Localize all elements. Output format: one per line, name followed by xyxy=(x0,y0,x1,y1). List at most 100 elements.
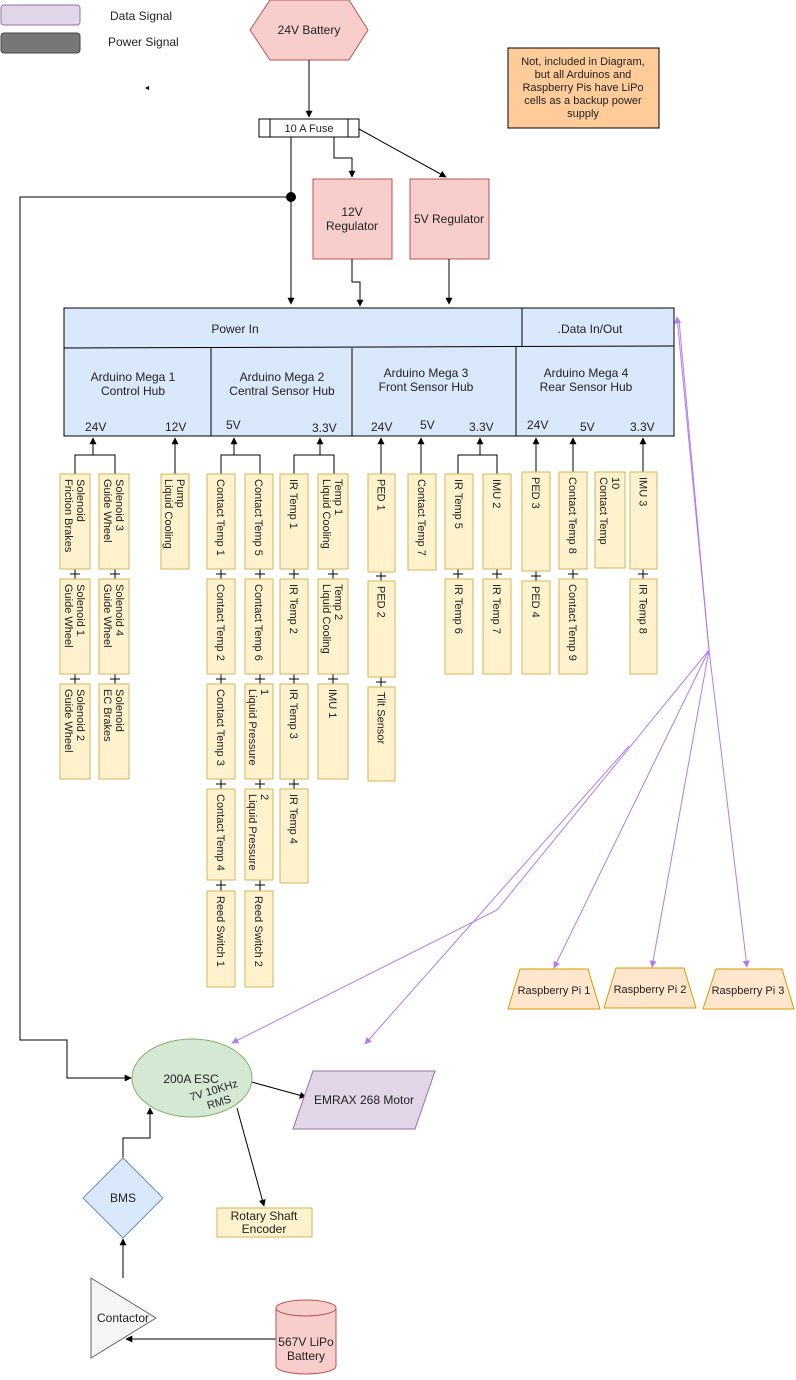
component-label-line: 10 xyxy=(609,477,621,489)
raspberry-pi-2: Raspberry Pi 2 xyxy=(603,967,697,1009)
comp-ped-3: PED 3 xyxy=(521,471,551,572)
data-inout-label: .Data In/Out xyxy=(558,322,623,336)
comp-liquid-cooling-temp-1: Liquid CoolingTemp 1 xyxy=(317,473,349,570)
component-box xyxy=(367,686,396,782)
comp-ir-temp-7: IR Temp 7 xyxy=(482,578,512,675)
component-box xyxy=(59,683,91,780)
component-label-line: Reed Switch 2 xyxy=(252,896,264,967)
rail-m2-33v: 3.3V xyxy=(312,421,337,435)
component-label-line: 1 xyxy=(258,689,270,695)
bms-diamond xyxy=(82,1157,164,1239)
note-line: but all Arduinos and xyxy=(535,69,632,81)
component-label: IR Temp 4 xyxy=(287,794,299,844)
comp-guide-wheel-solenoid-1: Guide WheelSolenoid 1 xyxy=(59,578,91,675)
comp-ped-1: PED 1 xyxy=(367,473,396,573)
component-label-line: IR Temp 3 xyxy=(287,689,299,739)
component-box xyxy=(407,473,437,571)
component-label-line: Liquid Cooling xyxy=(320,584,332,654)
raspberry-pi-1: Raspberry Pi 1 xyxy=(507,968,601,1010)
component-box xyxy=(160,473,190,570)
component-box xyxy=(444,473,474,570)
mega-4-title: Arduino Mega 4 xyxy=(544,366,629,380)
component-box xyxy=(317,473,349,570)
component-box xyxy=(279,578,309,675)
comp-contact-temp-4: Contact Temp 4 xyxy=(206,788,236,881)
encoder-box xyxy=(216,1207,313,1238)
arduino-mega-4: Arduino Mega 4 Rear Sensor Hub xyxy=(540,366,633,394)
component-box xyxy=(558,578,588,675)
component-label-line: Solenoid 1 xyxy=(74,584,86,636)
component-label-line: IMU 3 xyxy=(637,477,649,506)
note-line: Raspberry Pis have LiPo xyxy=(522,82,643,94)
mega-1-title: Arduino Mega 1 xyxy=(91,370,176,384)
regulator-12v xyxy=(312,178,393,260)
component-box xyxy=(98,683,130,780)
component-label-line: Contact Temp 9 xyxy=(566,584,578,661)
component-label-line: IR Temp 6 xyxy=(452,584,464,634)
reg12-line: Regulator xyxy=(326,219,378,233)
mega-4-subtitle: Rear Sensor Hub xyxy=(540,380,633,394)
component-label-line: Liquid Cooling xyxy=(320,479,332,549)
component-box xyxy=(279,788,309,884)
component-label-line: Guide Wheel xyxy=(101,479,113,543)
component-label-line: Tilt Sensor xyxy=(375,692,387,745)
component-label-line: Contact Temp 2 xyxy=(214,584,226,661)
raspberry-pi-2-label: Raspberry Pi 2 xyxy=(614,984,687,996)
component-label: Contact Temp 1 xyxy=(214,479,226,556)
raspberry-pi-3-label: Raspberry Pi 3 xyxy=(712,985,785,997)
comp-contact-temp-5: Contact Temp 5 xyxy=(244,473,274,570)
component-label: PED 4 xyxy=(529,586,541,618)
mega-3-subtitle: Front Sensor Hub xyxy=(379,380,474,394)
component-box xyxy=(367,473,396,573)
lipo-line: Battery xyxy=(287,1349,325,1363)
comp-liquid-pressure-1: Liquid Pressure1 xyxy=(244,683,274,780)
component-label-line: IR Temp 7 xyxy=(490,584,502,634)
comp-contact-temp-1: Contact Temp 1 xyxy=(206,473,236,570)
rail-m4-33v: 3.3V xyxy=(630,420,655,434)
component-label: Liquid CoolingTemp 1 xyxy=(320,479,344,549)
stray-arrow-mark xyxy=(145,86,149,90)
component-label: Contact Temp10 xyxy=(597,477,621,545)
component-box xyxy=(59,578,91,675)
component-label-line: Contact Temp 5 xyxy=(252,479,264,556)
power-in-label: Power In xyxy=(211,322,258,336)
comp-friction-brakes-solenoid: Friction BrakesSolenoid xyxy=(59,473,91,570)
power-junction xyxy=(286,192,296,202)
component-box xyxy=(206,683,236,780)
component-label: Contact Temp 6 xyxy=(252,584,264,661)
comp-liquid-cooling-pump: Liquid CoolingPump xyxy=(160,473,190,570)
component-label-line: Guide Wheel xyxy=(101,584,113,648)
comp-ped-4: PED 4 xyxy=(521,580,551,675)
comp-ir-temp-8: IR Temp 8 xyxy=(629,578,658,675)
component-label-line: Liquid Pressure xyxy=(246,689,258,765)
comp-guide-wheel-solenoid-2: Guide WheelSolenoid 2 xyxy=(59,683,91,780)
component-label-line: EC Brakes xyxy=(101,689,113,742)
comp-reed-switch-1: Reed Switch 1 xyxy=(206,890,236,988)
component-label-line: PED 1 xyxy=(375,479,387,511)
contactor-label: Contactor xyxy=(97,1311,149,1325)
mega-3-title: Arduino Mega 3 xyxy=(384,366,469,380)
component-box xyxy=(521,471,551,572)
component-label: Contact Temp 2 xyxy=(214,584,226,661)
component-label-line: Pump xyxy=(174,479,186,508)
esc-ellipse xyxy=(131,1038,253,1118)
comp-contact-temp-3: Contact Temp 3 xyxy=(206,683,236,780)
comp-imu-2: IMU 2 xyxy=(482,473,512,570)
motor-parallelogram xyxy=(292,1070,436,1130)
component-label: IMU 1 xyxy=(326,689,338,718)
comp-ped-2: PED 2 xyxy=(367,580,396,678)
comp-contact-temp-9: Contact Temp 9 xyxy=(558,578,588,675)
component-label: Contact Temp 5 xyxy=(252,479,264,556)
note-line: cells as a backup power xyxy=(524,95,642,107)
component-label-line: IR Temp 8 xyxy=(637,584,649,634)
rail-m3-24v: 24V xyxy=(371,420,392,434)
comp-contact-temp-7: Contact Temp 7 xyxy=(407,473,437,571)
component-label: Liquid Pressure1 xyxy=(246,689,270,765)
component-label: IR Temp 5 xyxy=(452,479,464,529)
component-label: Contact Temp 7 xyxy=(415,479,427,556)
component-label: Contact Temp 4 xyxy=(214,794,226,871)
rail-m3-33v: 3.3V xyxy=(469,420,494,434)
comp-reed-switch-2: Reed Switch 2 xyxy=(244,890,274,988)
